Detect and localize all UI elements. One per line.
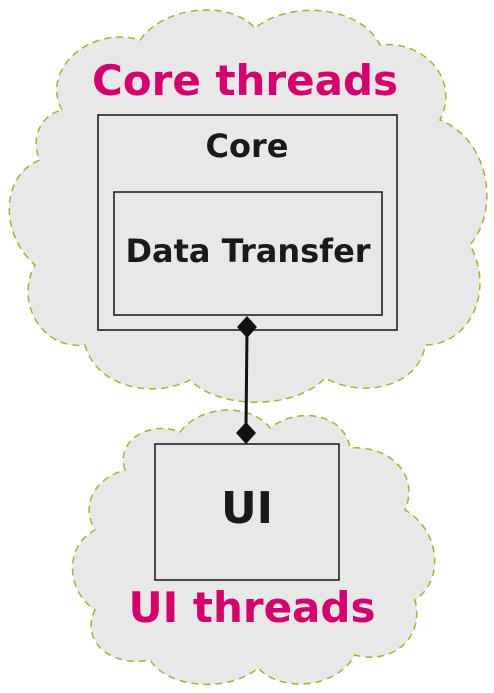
data-transfer-box	[113, 191, 383, 316]
core-threads-title: Core threads	[92, 56, 398, 105]
bottom-diamond-icon	[236, 422, 256, 444]
data-transfer-component: Data Transfer	[113, 191, 383, 316]
core-label: Core	[206, 127, 289, 165]
data-transfer-label: Data Transfer	[125, 232, 370, 270]
ui-label: UI	[221, 483, 273, 534]
composition-connector	[236, 316, 257, 444]
top-diamond-icon	[237, 316, 257, 338]
ui-box	[154, 443, 340, 581]
connector-line	[244, 329, 249, 429]
ui-component: UI	[154, 443, 340, 581]
ui-threads-title: UI threads	[129, 583, 376, 632]
